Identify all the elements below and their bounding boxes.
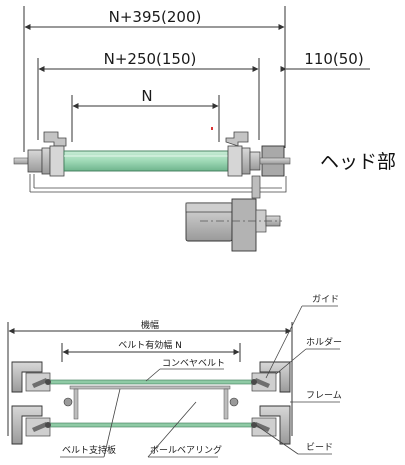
bead-right-lower: [251, 422, 257, 428]
right-flange: [241, 147, 251, 175]
bead-left-upper: [45, 379, 51, 385]
left-side-frame: [49, 145, 65, 177]
support-post-left: [73, 388, 79, 420]
leader-ball-bearing: [147, 401, 197, 458]
right-shaft-end: [259, 157, 291, 165]
support-post-right: [223, 388, 229, 420]
bead-left-lower: [45, 422, 51, 428]
head-label: ヘッド部: [320, 151, 396, 173]
left-frame-upper: [11, 361, 43, 393]
cross-section-view: 機幅 ベルト有効幅 N: [7, 294, 342, 458]
guide-label: ガイド: [312, 294, 339, 305]
leader-conveyor-belt: [145, 368, 161, 382]
reducer-box: [231, 198, 257, 252]
leader-support-plate: [103, 388, 121, 458]
left-shaft-end: [13, 157, 29, 165]
frame-label: フレーム: [306, 390, 342, 401]
motor-bracket-post: [251, 175, 261, 199]
left-guide-lower: [32, 422, 48, 432]
left-frame-lower: [11, 405, 43, 445]
frame-rail-lower: [30, 176, 287, 193]
leader-guide: [265, 305, 303, 379]
dim-overall-label: N+395(200): [109, 8, 202, 26]
left-flange: [41, 147, 51, 175]
head-view: N+395(200) N+250(150) 110(50) N: [13, 6, 396, 252]
belt-support-plate: [69, 385, 231, 390]
conveyor-belt-label: コンベヤベルト: [162, 359, 225, 369]
dim-side-label: 110(50): [304, 50, 363, 68]
right-frame-lower: [259, 405, 291, 445]
bead-right-upper: [251, 379, 257, 385]
left-guide-upper: [32, 378, 48, 388]
left-holder: [43, 131, 67, 147]
right-guide-lower: [254, 422, 270, 432]
conveyor-belt-upper: [45, 379, 257, 385]
right-frame-upper: [259, 361, 291, 393]
machine-width-label: 機幅: [141, 319, 159, 331]
right-side-frame: [227, 145, 243, 177]
right-bearing-block: [249, 151, 261, 171]
red-mark: [211, 127, 213, 130]
ball-bearing-label: ボールベアリング: [150, 444, 222, 456]
gear-motor-cap: [185, 202, 233, 213]
conveyor-belt-lower: [45, 422, 257, 428]
holder-label: ホルダー: [306, 336, 342, 348]
left-bearing-block: [27, 149, 43, 173]
belt-support-plate-label: ベルト支持板: [62, 444, 116, 456]
dim-frame-label: N+250(150): [104, 50, 197, 68]
leader-bead: [255, 424, 299, 455]
ball-bearing-left: [63, 397, 73, 407]
right-holder: [225, 131, 249, 147]
dim-belt-label: N: [141, 87, 152, 105]
effective-width-label: ベルト有効幅 N: [118, 339, 182, 351]
bead-label: ビード: [306, 442, 333, 453]
ball-bearing-right: [229, 397, 239, 407]
right-guide-upper: [254, 378, 270, 388]
leader-holder: [275, 348, 307, 375]
head-roller: [63, 150, 229, 172]
